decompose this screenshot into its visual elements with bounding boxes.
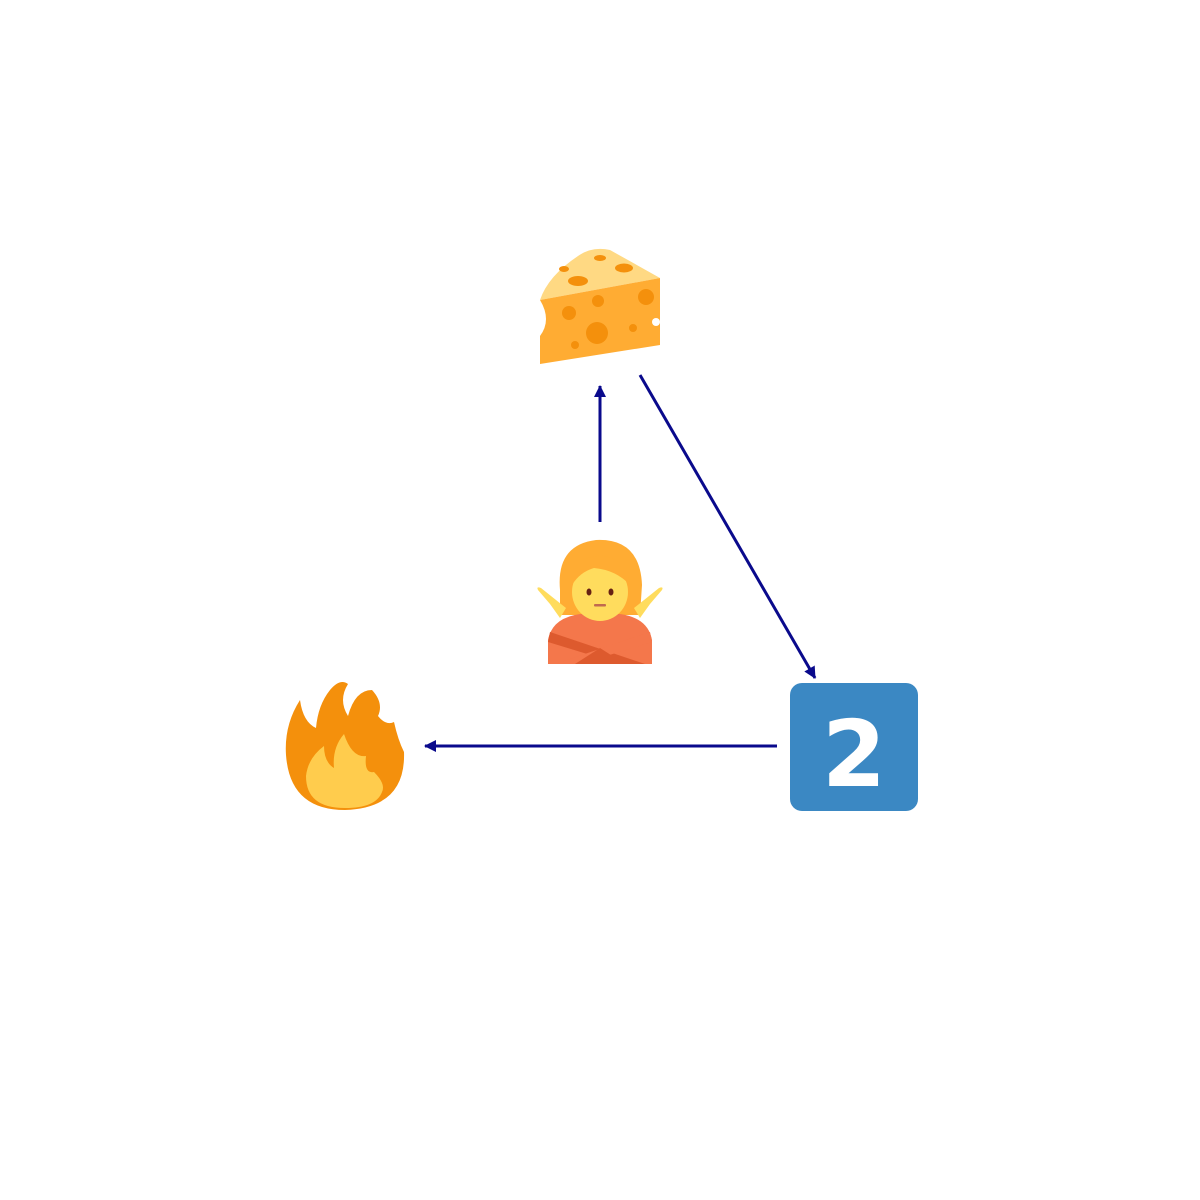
keycap-box [790,683,918,811]
keycap-label: 2 [822,701,886,808]
edges [424,374,817,752]
edge-cheese-to-two [638,374,817,679]
cheese-wedge-icon [540,248,660,364]
person-gesturing-no-icon [537,539,663,664]
keycap-digit-two-icon: 2 [790,683,918,811]
fire-icon [285,682,405,810]
